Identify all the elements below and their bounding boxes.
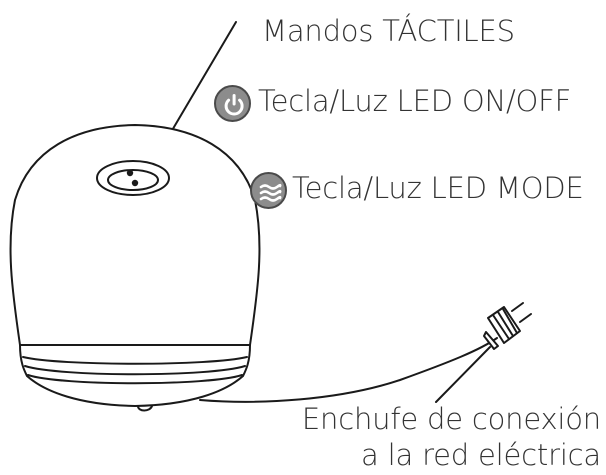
leader-line-plug <box>435 346 491 403</box>
diffuser-body <box>9 124 261 346</box>
touch-controls-label: Mandos TÁCTILES <box>262 14 515 48</box>
diffuser-base <box>19 344 251 407</box>
waves-icon <box>250 172 287 209</box>
control-pad <box>96 160 170 196</box>
power-key-label: Tecla/Luz LED ON/OFF <box>258 84 572 118</box>
plug-label-line1: Enchufe de conexión <box>301 402 601 436</box>
mode-key-label: Tecla/Luz LED MODE <box>292 171 584 205</box>
power-icon <box>214 85 251 122</box>
plug <box>483 302 532 350</box>
control-dot-bottom <box>131 179 139 187</box>
power-cable <box>199 337 498 403</box>
plug-label-line2: a la red eléctrica <box>361 438 601 472</box>
control-dot-top <box>126 169 134 177</box>
